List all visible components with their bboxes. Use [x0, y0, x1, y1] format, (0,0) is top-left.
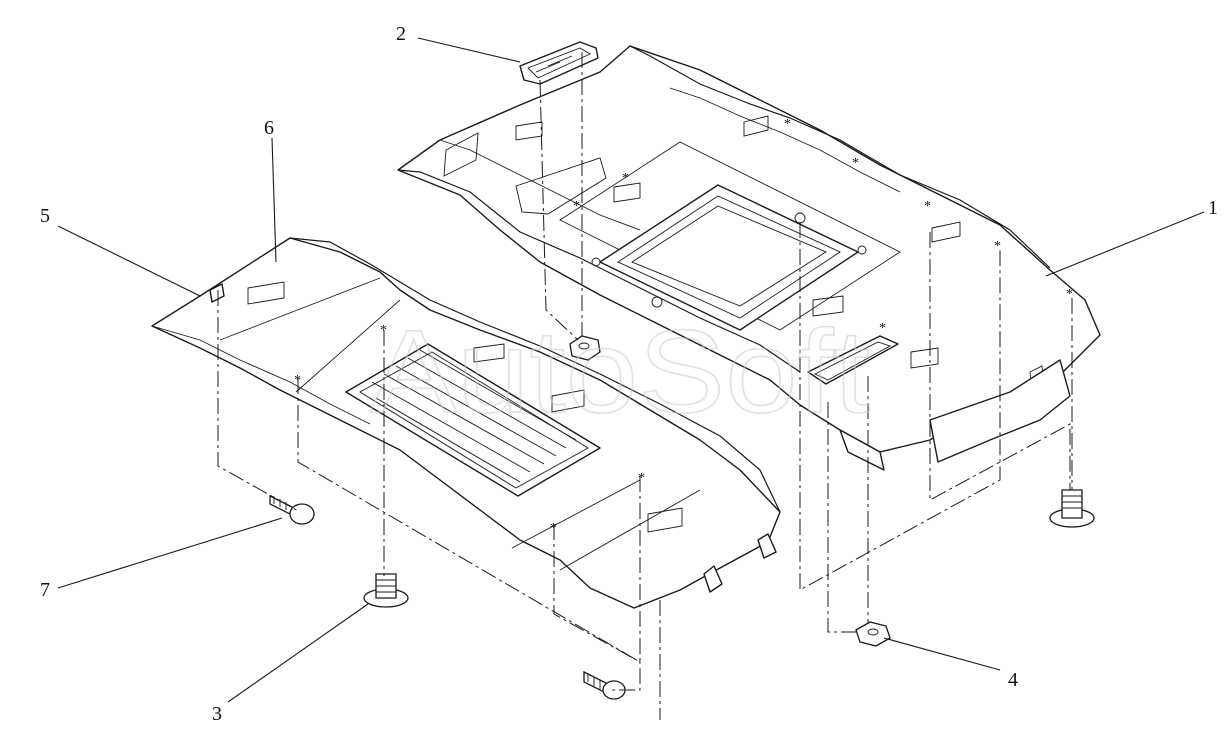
callout-7: 7 [40, 579, 50, 601]
watermark-text: AutoSoft [370, 306, 870, 438]
svg-text:*: * [994, 239, 1001, 254]
part-1-upper-panel: * * * * * * * * [397, 45, 1101, 471]
leader-lines [57, 37, 1205, 703]
callout-labels: 1 2 3 4 5 6 7 [40, 23, 1218, 725]
part-4-nut [855, 621, 891, 647]
callout-5: 5 [40, 205, 50, 227]
svg-text:*: * [924, 199, 931, 214]
svg-text:*: * [622, 171, 629, 186]
svg-text:*: * [879, 321, 886, 336]
callout-2: 2 [396, 23, 406, 45]
part-3-push-clip [363, 573, 409, 608]
assembly-axis-lines [217, 52, 1073, 720]
callout-4: 4 [1008, 669, 1018, 691]
svg-text:*: * [573, 199, 580, 214]
callout-3: 3 [212, 703, 222, 725]
svg-text:*: * [638, 471, 645, 486]
callout-1: 1 [1208, 197, 1218, 219]
callout-6: 6 [264, 117, 274, 139]
part-3-push-clip-right [1049, 489, 1095, 528]
svg-text:*: * [784, 117, 791, 132]
svg-text:*: * [852, 156, 859, 171]
vent-ribs [359, 349, 589, 489]
svg-text:*: * [1066, 287, 1073, 302]
part-2-handle [519, 41, 599, 85]
part-7-screw-lower [583, 670, 626, 700]
